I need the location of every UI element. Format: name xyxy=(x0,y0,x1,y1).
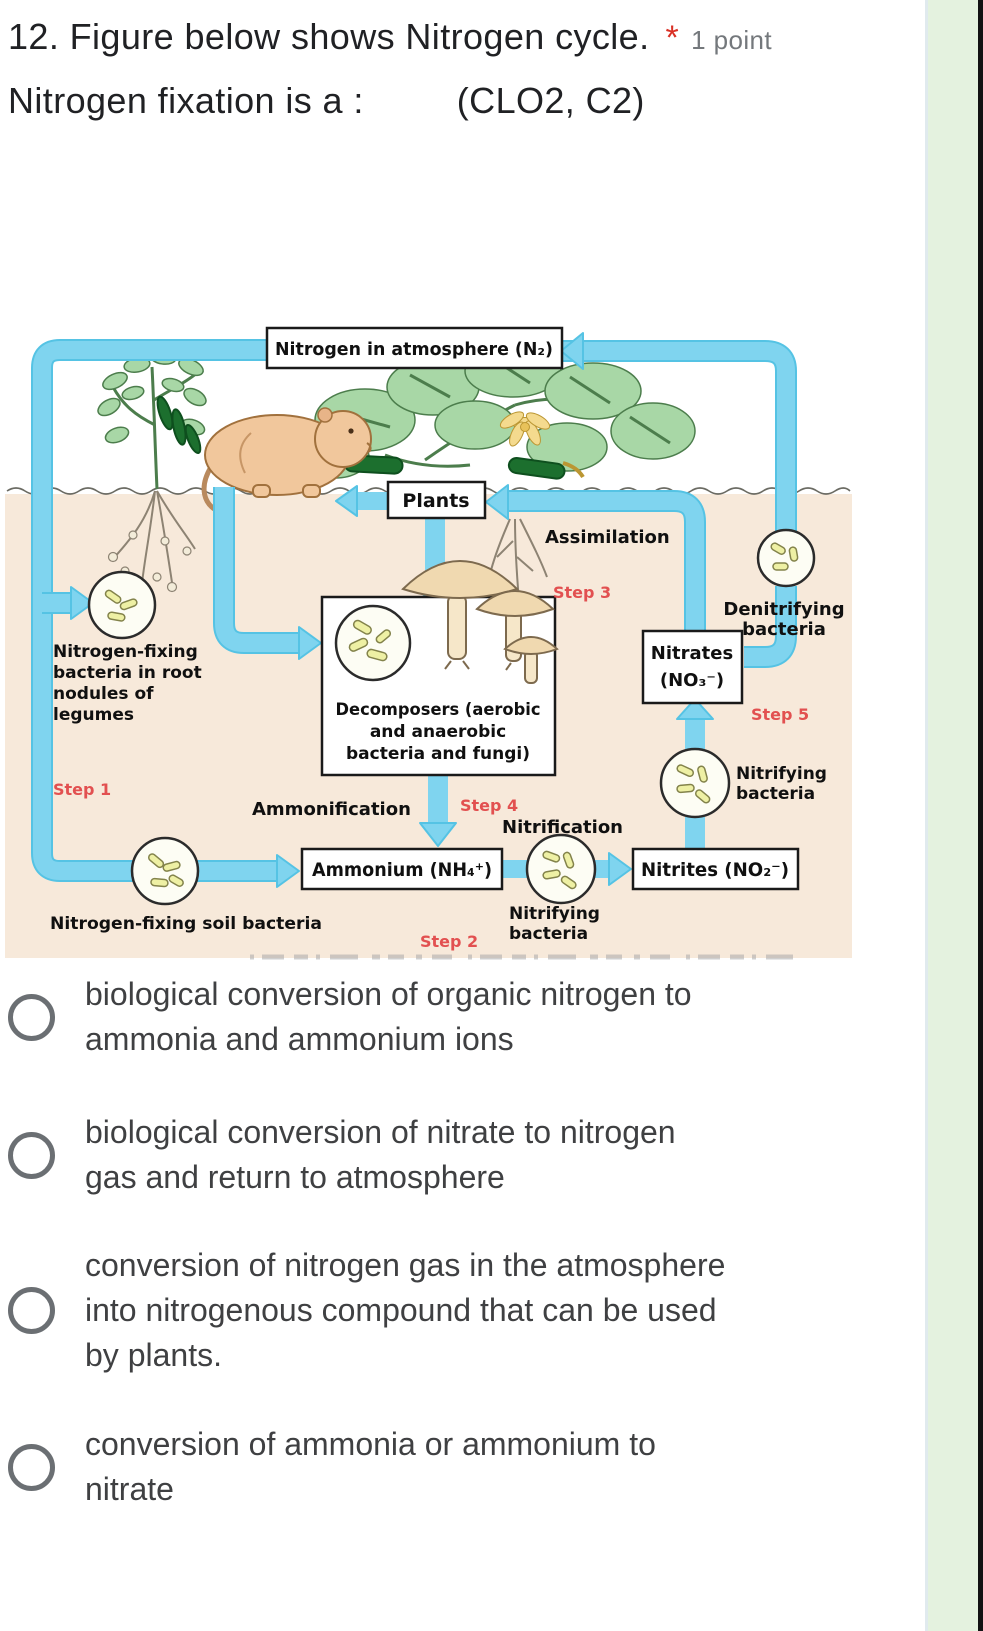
option-1-line-2: ammonia and ammonium ions xyxy=(85,1021,514,1057)
radio-button-4[interactable] xyxy=(8,1443,55,1491)
option-2-line-2: gas and return to atmosphere xyxy=(85,1159,505,1195)
diagram-labels: Nitrogen-fixing bacteria in root nodules… xyxy=(50,527,845,951)
step2-label: Step 2 xyxy=(420,932,478,951)
root-nodule-label-1: Nitrogen-fixing xyxy=(53,642,198,662)
decomposers-text: Decomposers (aerobic and anaerobic bacte… xyxy=(336,700,541,764)
decomposers-line2: and anaerobic xyxy=(370,722,506,742)
ammonium-label: Ammonium (NH₄⁺) xyxy=(312,859,492,881)
nitrates-box: Nitrates (NO₃⁻) xyxy=(641,629,744,705)
denitrifying-label-1: Denitrifying xyxy=(723,599,844,620)
question-subtitle: Nitrogen fixation is a : (CLO2, C2) xyxy=(8,80,645,122)
nitrifying-left-label-1: Nitrifying xyxy=(509,904,600,924)
plants-box: Plants xyxy=(386,480,487,520)
mushrooms xyxy=(401,560,559,684)
nitrifying-bacteria-left-icon xyxy=(525,833,597,905)
option-1-line-1: biological conversion of organic nitroge… xyxy=(85,976,692,1012)
nitrifying-right-label-1: Nitrifying xyxy=(736,764,827,784)
option-1-text: biological conversion of organic nitroge… xyxy=(85,972,692,1062)
nitrifying-bacteria-right-icon xyxy=(659,747,731,819)
nitrates-label-line1: Nitrates xyxy=(651,643,733,664)
option-4-line-2: nitrate xyxy=(85,1471,174,1507)
nitrites-box: Nitrites (NO₂⁻) xyxy=(631,847,800,891)
nitrification-label: Nitrification xyxy=(502,817,623,838)
option-3-line-3: by plants. xyxy=(85,1337,222,1373)
option-4-text: conversion of ammonia or ammonium to nit… xyxy=(85,1422,656,1512)
plants-label: Plants xyxy=(402,490,469,512)
nitrites-label: Nitrites (NO₂⁻) xyxy=(641,859,789,881)
step3-label: Step 3 xyxy=(553,583,611,602)
assimilation-label: Assimilation xyxy=(545,527,670,548)
squash-flower xyxy=(499,411,551,447)
screen-edge-bar xyxy=(978,0,983,1631)
root-nodule-label-4: legumes xyxy=(53,705,134,725)
cycle-pipes xyxy=(31,332,797,888)
ammonium-box: Ammonium (NH₄⁺) xyxy=(300,847,504,891)
option-2-text: biological conversion of nitrate to nitr… xyxy=(85,1110,676,1200)
soil-bacteria-label: Nitrogen-fixing soil bacteria xyxy=(50,914,322,934)
legume-roots-nodules xyxy=(107,490,196,597)
radio-button-1[interactable] xyxy=(8,993,55,1041)
root-nodule-bacteria-icon xyxy=(87,570,157,640)
nitrifying-left-label-2: bacteria xyxy=(509,924,588,944)
answer-option-4[interactable]: conversion of ammonia or ammonium to nit… xyxy=(8,1422,888,1512)
radio-button-3[interactable] xyxy=(8,1287,55,1334)
denitrifying-label-2: bacteria xyxy=(742,619,826,640)
decomposer-bacteria-icon xyxy=(334,604,412,682)
soil-bacteria-icon xyxy=(130,836,200,906)
root-nodule-label-2: bacteria in root xyxy=(53,663,202,683)
root-nodule-label-3: nodules of xyxy=(53,684,154,704)
side-green-stripe xyxy=(925,0,978,1631)
step5-label: Step 5 xyxy=(751,705,809,724)
step1-label: Step 1 xyxy=(53,780,111,799)
nitrifying-right-label-2: bacteria xyxy=(736,784,815,804)
option-3-line-2: into nitrogenous compound that can be us… xyxy=(85,1292,717,1328)
question-title: 12. Figure below shows Nitrogen cycle. * 1… xyxy=(8,16,772,58)
legume-pods xyxy=(156,395,202,455)
option-4-line-1: conversion of ammonia or ammonium to xyxy=(85,1426,656,1462)
question-title-text: 12. Figure below shows Nitrogen cycle. xyxy=(8,16,650,57)
answer-option-2[interactable]: biological conversion of nitrate to nitr… xyxy=(8,1110,888,1200)
rodent-animal xyxy=(201,407,372,515)
answer-option-3[interactable]: conversion of nitrogen gas in the atmosp… xyxy=(8,1243,888,1378)
option-3-line-1: conversion of nitrogen gas in the atmosp… xyxy=(85,1247,726,1283)
step4-label: Step 4 xyxy=(460,796,518,815)
radio-button-2[interactable] xyxy=(8,1131,55,1179)
answer-option-1[interactable]: biological conversion of organic nitroge… xyxy=(8,972,888,1062)
atmosphere-label: Nitrogen in atmosphere (N₂) xyxy=(275,339,553,360)
question-subtitle-text: Nitrogen fixation is a : xyxy=(8,80,364,121)
ammonification-label: Ammonification xyxy=(252,799,411,820)
required-asterisk: * xyxy=(665,19,680,57)
atmosphere-box: Nitrogen in atmosphere (N₂) xyxy=(265,326,564,370)
decomposers-line3: bacteria and fungi) xyxy=(346,744,530,764)
question-clo-tag: (CLO2, C2) xyxy=(456,80,645,121)
points-badge: 1 point xyxy=(691,25,773,55)
option-2-line-1: biological conversion of nitrate to nitr… xyxy=(85,1114,676,1150)
denitrifying-bacteria-icon xyxy=(756,528,816,588)
decomposers-line1: Decomposers (aerobic xyxy=(336,700,541,720)
option-3-text: conversion of nitrogen gas in the atmosp… xyxy=(85,1243,725,1378)
nitrates-label-line2: (NO₃⁻) xyxy=(660,670,724,691)
nitrogen-cycle-diagram: Nitrogen in atmosphere (N₂) Plants Nitra… xyxy=(5,326,852,960)
